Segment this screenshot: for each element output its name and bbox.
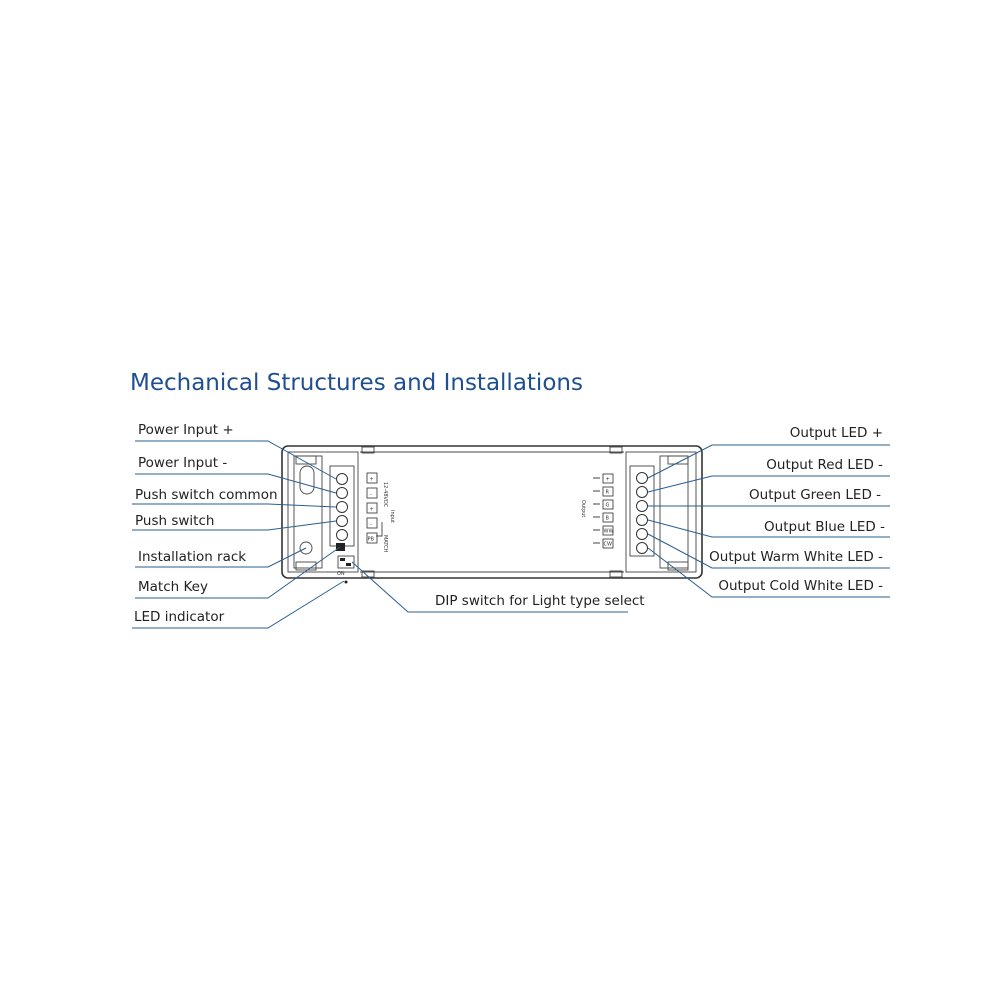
- output-symbol-column: + R G B WW CW: [602, 473, 614, 549]
- right-latch-bottom: [667, 561, 689, 571]
- label-output-warm-white: Output Warm White LED -: [709, 549, 883, 565]
- terminal-push-common: [336, 501, 348, 513]
- controller-device: ON + - + - PB 12-48VDC Input MATCH: [281, 445, 703, 584]
- label-output-red: Output Red LED -: [766, 457, 883, 473]
- terminal-power-plus: [336, 473, 348, 485]
- dip-switch-1[interactable]: [340, 558, 345, 561]
- left-mounting-slot: [299, 465, 315, 495]
- label-output-green: Output Green LED -: [749, 487, 881, 503]
- output-symbol: WW: [604, 529, 614, 535]
- leader-match-key: [135, 546, 341, 599]
- leader-push-switch-common: [132, 503, 337, 508]
- input-symbol: PB: [368, 537, 375, 543]
- input-symbol-box: [366, 502, 378, 514]
- device-housing: [281, 445, 703, 579]
- push-switch-trace: [376, 522, 383, 537]
- output-symbol-box: [602, 538, 614, 549]
- dip-switch[interactable]: [337, 555, 355, 569]
- input-symbol: -: [370, 522, 372, 528]
- label-output-led-plus: Output LED +: [790, 425, 883, 441]
- right-end-cap: [625, 451, 697, 573]
- label-push-switch: Push switch: [135, 513, 214, 529]
- clip-bottom-left: [361, 570, 375, 578]
- leader-dip-switch: [351, 561, 628, 613]
- input-symbol-box: [366, 472, 378, 484]
- terminal-output-ww: [636, 528, 648, 540]
- input-symbol: +: [370, 477, 374, 483]
- output-symbol-box: [602, 486, 614, 497]
- input-symbol-box: [366, 532, 378, 544]
- label-dip-switch: DIP switch for Light type select: [435, 593, 645, 609]
- output-terminal-block: [629, 465, 655, 557]
- output-symbol-box: [602, 512, 614, 523]
- dip-on-label: ON: [337, 571, 345, 577]
- label-power-input-plus: Power Input +: [138, 422, 234, 438]
- diagram-title: Mechanical Structures and Installations: [130, 370, 583, 396]
- leader-led-indicator: [132, 580, 345, 629]
- leader-push-switch: [132, 520, 337, 531]
- label-output-cold-white: Output Cold White LED -: [718, 578, 883, 594]
- led-indicator: [344, 580, 348, 584]
- clip-top-right: [609, 446, 623, 454]
- label-installation-rack: Installation rack: [138, 549, 246, 565]
- output-trace-marks: [593, 477, 600, 544]
- right-callouts: Output LED + Output Red LED - Output Gre…: [647, 425, 890, 598]
- terminal-output-plus: [636, 472, 648, 484]
- leader-output-blue: [647, 519, 890, 538]
- terminal-output-red: [636, 486, 648, 498]
- leader-power-input-plus: [135, 440, 337, 480]
- terminal-output-green: [636, 500, 648, 512]
- left-latch-top: [295, 455, 317, 465]
- input-text: Input: [389, 510, 395, 523]
- label-output-blue: Output Blue LED -: [764, 519, 885, 535]
- match-text: MATCH: [382, 535, 388, 553]
- leader-output-red: [647, 475, 890, 493]
- output-symbol-box: [602, 473, 614, 484]
- input-rating-text: 12-48VDC: [382, 482, 388, 508]
- input-symbol: +: [370, 507, 374, 513]
- dip-switch-2[interactable]: [346, 563, 351, 566]
- left-mounting-hole: [299, 541, 313, 555]
- output-symbol: R: [606, 490, 610, 496]
- terminal-spare: [336, 529, 348, 541]
- terminal-push-switch: [336, 515, 348, 527]
- clip-bottom-right: [609, 570, 623, 578]
- input-symbol-box: [366, 517, 378, 529]
- label-push-switch-common: Push switch common: [135, 487, 278, 503]
- left-callouts: Power Input + Power Input - Push switch …: [132, 422, 345, 629]
- terminal-power-minus: [336, 487, 348, 499]
- leader-power-input-minus: [135, 473, 337, 494]
- output-symbol: G: [606, 503, 610, 509]
- output-symbol-box: [602, 525, 614, 536]
- right-latch-top: [667, 455, 689, 465]
- output-symbol: B: [606, 516, 610, 522]
- output-text: Output: [580, 500, 586, 517]
- input-symbol-box: [366, 487, 378, 499]
- output-symbol: CW: [604, 542, 612, 548]
- leader-installation-rack: [135, 547, 307, 568]
- match-key[interactable]: [336, 543, 345, 551]
- output-symbol-box: [602, 499, 614, 510]
- label-match-key: Match Key: [138, 579, 208, 595]
- leader-output-warm-white: [647, 533, 890, 569]
- left-latch-bottom: [295, 561, 317, 571]
- left-end-cap: [287, 451, 359, 573]
- label-led-indicator: LED indicator: [134, 609, 225, 625]
- terminal-output-blue: [636, 514, 648, 526]
- input-symbol-column: + - + - PB: [366, 472, 378, 544]
- input-symbol: -: [370, 492, 372, 498]
- leader-output-cold-white: [647, 547, 890, 598]
- clip-top-left: [361, 446, 375, 454]
- label-power-input-minus: Power Input -: [138, 455, 227, 471]
- leader-output-led-plus: [647, 444, 890, 479]
- terminal-output-cw: [636, 542, 648, 554]
- output-symbol: +: [606, 477, 610, 483]
